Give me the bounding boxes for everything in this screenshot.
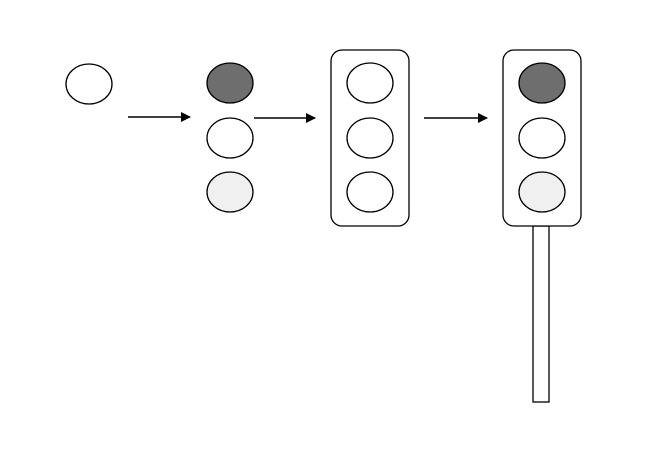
- lamp-top: [518, 62, 566, 104]
- lamp-top: [206, 62, 254, 104]
- pole: [532, 225, 550, 403]
- lamp-bottom: [346, 171, 394, 213]
- lamp-bottom: [206, 171, 254, 213]
- stage-single-lamp: [65, 63, 113, 105]
- lamp-middle: [518, 117, 566, 159]
- stage-three-lamps: [206, 62, 254, 213]
- lamp-middle: [206, 117, 254, 159]
- lamp-bottom: [518, 171, 566, 213]
- lamp: [65, 63, 113, 105]
- lamp-middle: [346, 117, 394, 159]
- stage-lamps-in-housing: [330, 49, 410, 227]
- lamp-top: [346, 62, 394, 104]
- stage-traffic-light-on-pole: [502, 49, 582, 403]
